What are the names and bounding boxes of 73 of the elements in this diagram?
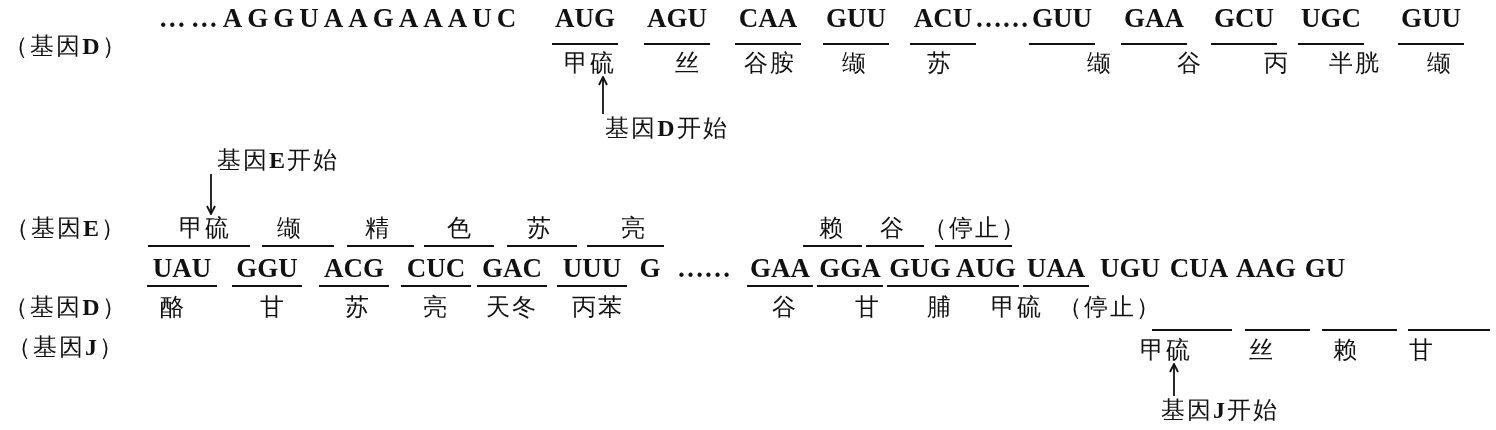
codon: CUC bbox=[406, 254, 466, 282]
gene-label: （基因D） bbox=[4, 295, 128, 319]
codon: GUU bbox=[1032, 4, 1092, 32]
amino-acid-label: 甘 bbox=[260, 295, 286, 319]
codon: UAU bbox=[152, 254, 212, 282]
codon: GAA bbox=[1124, 4, 1184, 32]
codon: G bbox=[639, 254, 661, 282]
amino-acid-label: 苏 bbox=[527, 216, 553, 240]
amino-acid-label: 甲硫 bbox=[991, 295, 1043, 319]
amino-acid-label: 苏 bbox=[345, 295, 371, 319]
amino-acid-label: 谷 bbox=[880, 216, 906, 240]
amino-acid-label: 甲硫 bbox=[179, 216, 231, 240]
stop-label: （停止） bbox=[923, 216, 1027, 240]
codon: UUU bbox=[562, 254, 622, 282]
codon: ACG bbox=[324, 254, 384, 282]
amino-acid-label: 天冬 bbox=[486, 295, 538, 319]
amino-acid-label: 缬 bbox=[1427, 51, 1453, 75]
amino-acid-label: 丙苯 bbox=[572, 295, 624, 319]
codon: GUU bbox=[1401, 4, 1461, 32]
amino-acid-label: 谷胺 bbox=[744, 51, 796, 75]
amino-acid-label: 赖 bbox=[1333, 338, 1359, 362]
codon: UGC bbox=[1301, 4, 1361, 32]
codon: GU bbox=[1304, 254, 1346, 282]
amino-acid-label: 丝 bbox=[675, 51, 701, 75]
amino-acid-label: 甲硫 bbox=[1140, 338, 1192, 362]
amino-acid-label: 甘 bbox=[1409, 338, 1435, 362]
amino-acid-label: 丝 bbox=[1249, 338, 1275, 362]
codon: GGA bbox=[819, 254, 881, 282]
ellipsis: …… bbox=[677, 254, 731, 282]
amino-acid-label: 半胱 bbox=[1329, 51, 1381, 75]
start-label: 基因D开始 bbox=[605, 116, 729, 140]
gene-label: （基因E） bbox=[5, 216, 127, 240]
amino-acid-label: 精 bbox=[365, 216, 391, 240]
codon: AAG bbox=[1236, 254, 1296, 282]
codon: GUU bbox=[826, 4, 886, 32]
codon: GAC bbox=[482, 254, 542, 282]
codon: AGU bbox=[647, 4, 707, 32]
stop-label: （停止） bbox=[1058, 295, 1162, 319]
codon: CAA bbox=[738, 4, 798, 32]
amino-acid-label: 缬 bbox=[1087, 51, 1113, 75]
start-label: 基因E开始 bbox=[217, 148, 339, 172]
amino-acid-label: 色 bbox=[447, 216, 473, 240]
codon: GCU bbox=[1214, 4, 1274, 32]
amino-acid-label: 亮 bbox=[621, 216, 647, 240]
codon: AUG bbox=[956, 254, 1016, 282]
amino-acid-label: 亮 bbox=[423, 295, 449, 319]
amino-acid-label: 赖 bbox=[819, 216, 845, 240]
codon: ACU bbox=[913, 4, 973, 32]
amino-acid-label: 酪 bbox=[160, 295, 186, 319]
codon: UAA bbox=[1026, 254, 1086, 282]
ellipsis: …… bbox=[975, 4, 1029, 32]
codon: GUG bbox=[889, 254, 951, 282]
codon: GAA bbox=[750, 254, 810, 282]
amino-acid-label: 缬 bbox=[842, 51, 868, 75]
arrow bbox=[598, 76, 608, 115]
sequence-text: ……AGGUAAGAAAUC bbox=[158, 4, 522, 32]
amino-acid-label: 甲硫 bbox=[564, 51, 616, 75]
gene-label: （基因J） bbox=[7, 335, 125, 359]
amino-acid-label: 脯 bbox=[927, 295, 953, 319]
codon: UGU bbox=[1100, 254, 1160, 282]
codon: GGU bbox=[236, 254, 298, 282]
amino-acid-label: 丙 bbox=[1264, 51, 1290, 75]
arrow bbox=[1169, 363, 1179, 397]
codon: AUG bbox=[555, 4, 615, 32]
codon: CUA bbox=[1169, 254, 1229, 282]
arrow bbox=[206, 173, 216, 215]
amino-acid-label: 缬 bbox=[277, 216, 303, 240]
gene-label: （基因D） bbox=[4, 34, 128, 58]
amino-acid-label: 谷 bbox=[772, 295, 798, 319]
amino-acid-label: 甘 bbox=[855, 295, 881, 319]
amino-acid-label: 苏 bbox=[927, 51, 953, 75]
amino-acid-label: 谷 bbox=[1177, 51, 1203, 75]
start-label: 基因J开始 bbox=[1161, 398, 1279, 422]
